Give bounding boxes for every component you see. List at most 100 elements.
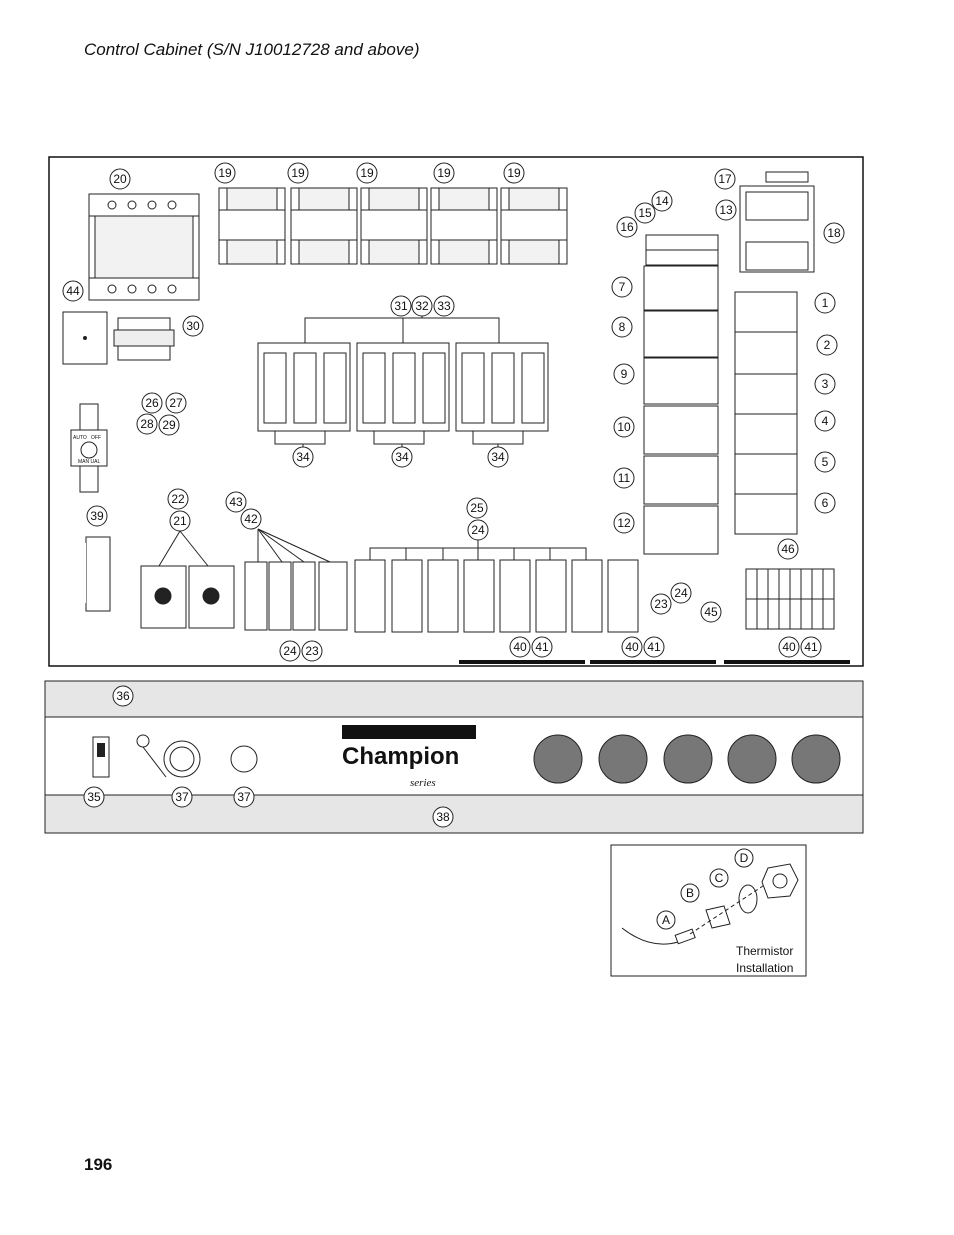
callout-4: 4	[814, 410, 836, 432]
svg-text:37: 37	[175, 790, 189, 804]
callout-19-c: 19	[356, 162, 378, 184]
control-panel-38	[44, 680, 864, 834]
svg-text:8: 8	[619, 320, 626, 334]
callout-34-b: 34	[391, 446, 413, 468]
callout-36: 36	[112, 685, 134, 707]
svg-text:41: 41	[804, 640, 818, 654]
callout-23-b: 23	[301, 640, 323, 662]
svg-text:28: 28	[140, 417, 154, 431]
component-44-dot	[83, 336, 87, 340]
callout-17: 17	[714, 168, 736, 190]
callout-43: 43	[225, 491, 247, 513]
svg-text:40: 40	[513, 640, 527, 654]
svg-text:43: 43	[229, 495, 243, 509]
terminal-strip-39	[64, 536, 111, 612]
svg-text:40: 40	[625, 640, 639, 654]
callout-40-c: 40	[778, 636, 800, 658]
callout-16: 16	[616, 216, 638, 238]
terminal-row-45-46	[745, 568, 835, 630]
callout-39: 39	[86, 505, 108, 527]
callout-25: 25	[466, 497, 488, 519]
contactors-19	[218, 187, 568, 265]
svg-text:34: 34	[395, 450, 409, 464]
svg-text:34: 34	[491, 450, 505, 464]
svg-text:15: 15	[638, 206, 652, 220]
svg-text:26: 26	[145, 396, 159, 410]
svg-text:16: 16	[620, 220, 634, 234]
section-underlines	[459, 660, 850, 664]
svg-text:19: 19	[291, 166, 305, 180]
thermistor-title-line1: Thermistor	[736, 944, 793, 958]
callout-15: 15	[634, 202, 656, 224]
selector-switch-26-29	[70, 403, 108, 493]
svg-text:23: 23	[305, 644, 319, 658]
callout-14: 14	[651, 190, 673, 212]
callout-19-a: 19	[214, 162, 236, 184]
pushbuttons-21-22	[140, 565, 235, 629]
callout-19-e: 19	[503, 162, 525, 184]
callout-30: 30	[182, 315, 204, 337]
svg-text:7: 7	[619, 280, 626, 294]
transformer-20	[88, 193, 200, 301]
thermistor-part-d: D	[734, 848, 754, 868]
switch-off-label: OFF	[91, 435, 101, 441]
svg-text:19: 19	[507, 166, 521, 180]
svg-text:37: 37	[237, 790, 251, 804]
svg-text:42: 42	[244, 512, 258, 526]
callout-8: 8	[611, 316, 633, 338]
svg-text:36: 36	[116, 689, 130, 703]
svg-text:29: 29	[162, 418, 176, 432]
svg-text:2: 2	[824, 338, 831, 352]
svg-text:27: 27	[169, 396, 183, 410]
callout-42: 42	[240, 508, 262, 530]
svg-text:30: 30	[186, 319, 200, 333]
relay-30	[113, 317, 175, 361]
callout-18: 18	[823, 222, 845, 244]
svg-text:24: 24	[471, 523, 485, 537]
svg-text:B: B	[686, 886, 694, 900]
callout-24-b: 24	[670, 582, 692, 604]
callout-37-a: 37	[171, 786, 193, 808]
callout-41-a: 41	[531, 636, 553, 658]
svg-text:44: 44	[66, 284, 80, 298]
svg-text:40: 40	[782, 640, 796, 654]
callout-21: 21	[169, 510, 191, 532]
svg-text:1: 1	[822, 296, 829, 310]
callout-34-a: 34	[292, 446, 314, 468]
svg-text:32: 32	[415, 299, 429, 313]
svg-text:12: 12	[617, 516, 631, 530]
svg-text:13: 13	[719, 203, 733, 217]
callout-35: 35	[83, 786, 105, 808]
breakers-13-18	[645, 171, 815, 273]
callout-5: 5	[814, 451, 836, 473]
svg-text:22: 22	[171, 492, 185, 506]
thermistor-part-b: B	[680, 883, 700, 903]
svg-text:9: 9	[621, 367, 628, 381]
svg-text:33: 33	[437, 299, 451, 313]
svg-text:23: 23	[654, 597, 668, 611]
svg-text:24: 24	[283, 644, 297, 658]
thermistor-inset	[610, 844, 807, 977]
svg-text:46: 46	[781, 542, 795, 556]
svg-text:31: 31	[394, 299, 408, 313]
svg-text:10: 10	[617, 420, 631, 434]
svg-text:19: 19	[360, 166, 374, 180]
svg-text:34: 34	[296, 450, 310, 464]
svg-text:3: 3	[822, 377, 829, 391]
callout-45: 45	[700, 601, 722, 623]
callout-37-b: 37	[233, 786, 255, 808]
callout-19-b: 19	[287, 162, 309, 184]
fuse-holders-31-34	[257, 342, 549, 432]
series-logo: series	[410, 777, 436, 789]
svg-text:45: 45	[704, 605, 718, 619]
callout-22: 22	[167, 488, 189, 510]
callout-38: 38	[432, 806, 454, 828]
svg-text:25: 25	[470, 501, 484, 515]
callout-19-d: 19	[433, 162, 455, 184]
callout-29: 29	[158, 414, 180, 436]
callout-31: 31	[390, 295, 412, 317]
svg-text:14: 14	[655, 194, 669, 208]
champion-logo: Champion	[342, 743, 459, 770]
callout-41-c: 41	[800, 636, 822, 658]
svg-text:18: 18	[827, 226, 841, 240]
